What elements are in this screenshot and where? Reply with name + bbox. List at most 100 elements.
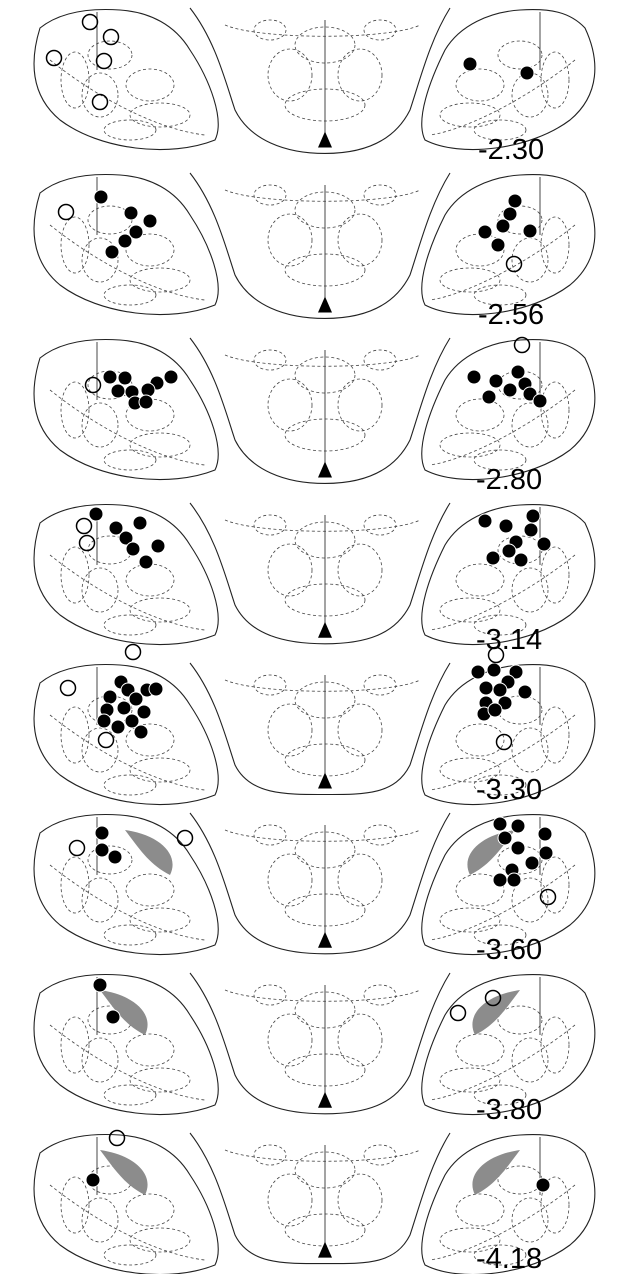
brainstem-outline [190,173,450,318]
open-site-marker [97,54,112,69]
nucleus-boundary [61,547,89,603]
brainstem-outline [190,1133,450,1264]
nucleus-boundary [126,1194,174,1226]
nucleus-boundary [541,217,569,273]
nucleus-boundary [512,1038,548,1082]
brainstem-outline [190,663,450,795]
filled-site-marker [536,1178,550,1192]
filled-site-marker [105,245,119,259]
section-panel: -3.80 [34,973,595,1126]
nucleus-boundary [254,825,286,845]
section-panel: -2.80 [34,338,595,497]
filled-site-marker [511,841,525,855]
filled-site-marker [511,819,525,833]
nucleus-boundary [254,20,286,40]
shaded-region [125,830,173,875]
open-site-marker [126,645,141,660]
ventricle-marker [318,131,332,147]
filled-site-marker [103,690,117,704]
nucleus-boundary [541,1017,569,1073]
filled-site-marker [523,224,537,238]
nucleus-boundary [126,564,174,596]
fiber-tract-boundary [50,1185,205,1260]
open-site-marker [77,519,92,534]
filled-site-marker [514,553,528,567]
filled-site-marker [524,523,538,537]
nucleus-boundary [541,382,569,438]
filled-site-marker [95,826,109,840]
open-site-marker [61,681,76,696]
nucleus-boundary [126,69,174,101]
filled-site-marker [118,234,132,248]
open-site-marker [83,15,98,30]
brainstem-outline [190,8,450,153]
filled-site-marker [478,514,492,528]
filled-site-marker [482,390,496,404]
open-site-marker [86,378,101,393]
nucleus-boundary [338,1014,382,1066]
filled-site-marker [111,720,125,734]
fiber-tract-boundary [430,60,575,135]
open-site-marker [178,831,193,846]
filled-site-marker [493,817,507,831]
filled-site-marker [467,370,481,384]
nucleus-boundary [268,1014,312,1066]
filled-site-marker [133,516,147,530]
nucleus-boundary [268,1174,312,1226]
section-coordinate-label: -2.30 [478,134,544,166]
nucleus-boundary [364,1145,396,1165]
ventricle-marker [318,296,332,312]
nucleus-boundary [126,724,174,756]
filled-site-marker [520,66,534,80]
nucleus-boundary [254,675,286,695]
filled-site-marker [508,194,522,208]
open-site-marker [104,30,119,45]
filled-site-marker [539,846,553,860]
filled-site-marker [86,1173,100,1187]
nucleus-boundary [541,707,569,763]
nucleus-boundary [498,41,542,69]
open-site-marker [515,338,530,353]
nucleus-boundary [338,49,382,101]
section-coordinate-label: -3.14 [476,624,542,656]
open-site-marker [70,841,85,856]
filled-site-marker [139,395,153,409]
filled-site-marker [502,544,516,558]
open-site-marker [507,257,522,272]
nucleus-boundary [512,728,548,772]
left-hemisphere-outline [34,340,218,480]
open-site-marker [93,95,108,110]
filled-site-marker [108,850,122,864]
filled-site-marker [164,370,178,384]
filled-site-marker [118,371,132,385]
brainstem-outline [190,973,450,1114]
open-site-marker [541,890,556,905]
fiber-tract-boundary [50,865,205,940]
nucleus-boundary [254,185,286,205]
section-coordinate-label: -2.56 [478,299,544,331]
filled-site-marker [111,384,125,398]
section-panel: -2.30 [34,8,595,166]
filled-site-marker [95,843,109,857]
nucleus-boundary [338,1174,382,1226]
nucleus-boundary [338,214,382,266]
nucleus-boundary [456,399,504,431]
nucleus-boundary [254,515,286,535]
filled-site-marker [143,214,157,228]
section-panel: -3.14 [34,503,595,656]
nucleus-boundary [364,825,396,845]
filled-site-marker [487,663,501,677]
nucleus-boundary [498,1006,542,1034]
nucleus-boundary [268,49,312,101]
fiber-tract-boundary [50,555,205,630]
filled-site-marker [137,705,151,719]
filled-site-marker [493,873,507,887]
nucleus-boundary [104,1085,156,1105]
nucleus-boundary [104,120,156,140]
filled-site-marker [94,190,108,204]
filled-site-marker [486,551,500,565]
filled-site-marker [103,370,117,384]
section-coordinate-label: -3.30 [476,774,542,806]
filled-site-marker [533,394,547,408]
